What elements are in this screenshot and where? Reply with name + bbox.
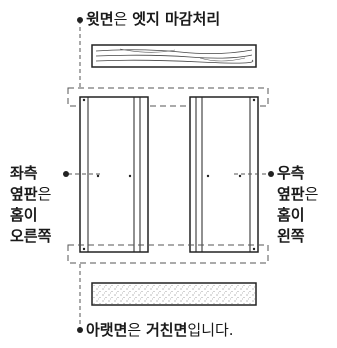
right-side-panel bbox=[189, 96, 259, 253]
right-label-line2a: 옆판 bbox=[277, 185, 305, 203]
right-label-line3: 홈이 bbox=[277, 206, 305, 224]
bottom-leader-dot bbox=[77, 327, 83, 333]
right-label: 우측 옆판은 홈이 왼쪽 bbox=[277, 163, 318, 247]
right-label-line2b: 은 bbox=[304, 185, 319, 203]
bottom-label: 아랫면은 거친면입니다. bbox=[86, 320, 234, 340]
top-label: 윗면은 엣지 마감처리 bbox=[86, 9, 220, 29]
bottom-rough-board bbox=[91, 282, 257, 306]
bottom-label-part2: 은 bbox=[127, 321, 146, 339]
top-label-part3: 엣지 마감처리 bbox=[132, 10, 221, 28]
right-label-line4: 왼쪽 bbox=[277, 227, 305, 245]
bottom-label-part3: 거친면 bbox=[145, 321, 188, 339]
top-edge-board bbox=[91, 44, 257, 68]
right-leader-dot bbox=[268, 171, 274, 177]
left-label: 좌측 옆판은 홈이 오른쪽 bbox=[10, 163, 51, 247]
left-label-line1: 좌측 bbox=[10, 164, 38, 182]
left-label-line2a: 옆판 bbox=[10, 185, 38, 203]
left-label-line3: 홈이 bbox=[10, 206, 38, 224]
top-label-part1: 윗면 bbox=[86, 10, 114, 28]
left-leader-dot bbox=[63, 171, 69, 177]
left-label-line2b: 은 bbox=[37, 185, 52, 203]
bottom-label-part4: 입니다. bbox=[187, 321, 234, 339]
top-dashed-region bbox=[67, 87, 269, 107]
bottom-label-part1: 아랫면 bbox=[86, 321, 128, 339]
bottom-dashed-region bbox=[67, 244, 269, 264]
right-label-line1: 우측 bbox=[277, 164, 305, 182]
left-label-line4: 오른쪽 bbox=[10, 227, 52, 245]
top-leader-dot bbox=[77, 17, 83, 23]
top-label-part2: 은 bbox=[113, 10, 133, 28]
